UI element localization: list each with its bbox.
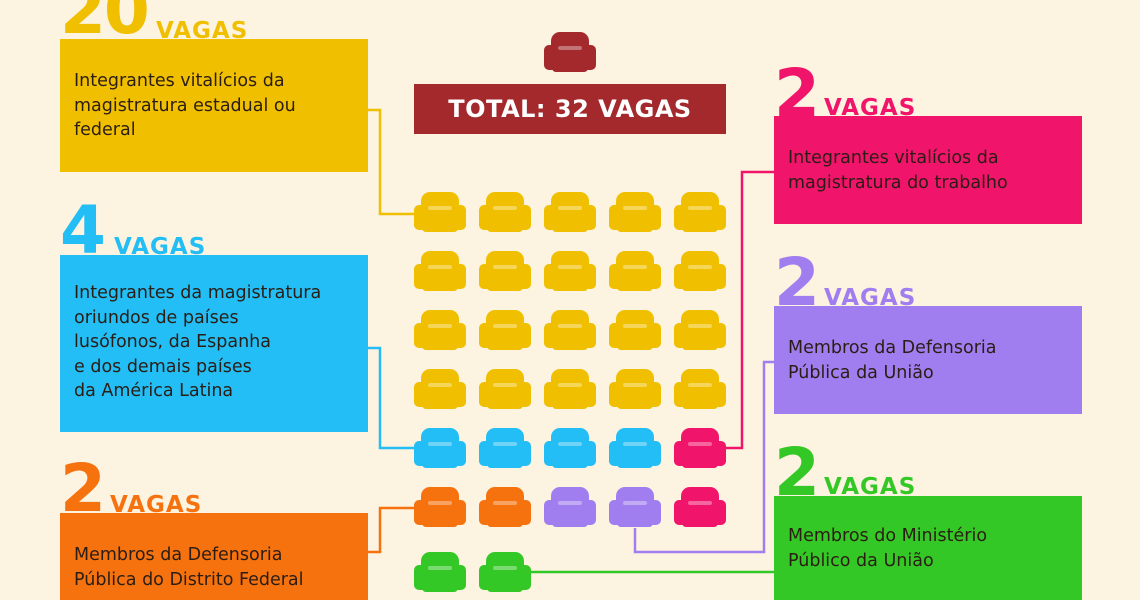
seat-icon xyxy=(414,428,466,474)
card-line: da América Latina xyxy=(74,381,234,401)
card-line: Pública do Distrito Federal xyxy=(74,569,304,590)
card-defensoria-df: Membros da Defensoria Pública do Distrit… xyxy=(60,513,368,600)
seat-icon xyxy=(479,552,531,598)
card-line: Integrantes vitalícios da xyxy=(788,148,999,168)
count-ministerio-publico: 2 xyxy=(774,434,820,511)
seat-icon xyxy=(609,487,661,533)
connector-defensoria-df xyxy=(368,506,415,554)
unit-ministerio-publico: VAGAS xyxy=(824,474,917,500)
seat-icon xyxy=(414,369,466,415)
seat-icon xyxy=(609,369,661,415)
seat-icon xyxy=(544,487,596,533)
seat-icon xyxy=(674,428,726,474)
card-ministerio-publico: Membros do Ministério Público da União xyxy=(774,496,1082,600)
unit-defensoria-uniao: VAGAS xyxy=(824,285,917,311)
card-line: lusófonos, da Espanha xyxy=(74,332,271,352)
seat-icon xyxy=(479,310,531,356)
seat-icon xyxy=(414,552,466,598)
card-defensoria-uniao: Membros da Defensoria Pública da União xyxy=(774,306,1082,414)
card-line: Membros da Defensoria xyxy=(788,338,997,358)
card-line: magistratura do trabalho xyxy=(788,172,1008,193)
chair-icon xyxy=(544,32,596,78)
card-line: e dos demais países xyxy=(74,356,252,377)
seat-icon xyxy=(544,192,596,238)
seat-icon xyxy=(479,428,531,474)
total-label: TOTAL: 32 VAGAS xyxy=(448,95,692,123)
card-line: Membros da Defensoria xyxy=(74,545,283,565)
card-line: Integrantes vitalícios da xyxy=(74,71,285,91)
seat-icon xyxy=(609,428,661,474)
card-line: Público da União xyxy=(788,550,934,571)
count-magistratura-estadual: 20 xyxy=(60,0,150,49)
connector-magistratura-estadual xyxy=(368,108,415,216)
count-magistratura-latina: 4 xyxy=(60,192,106,269)
seat-icon xyxy=(414,310,466,356)
seat-icon xyxy=(479,192,531,238)
seat-icon xyxy=(674,251,726,297)
seat-icon xyxy=(674,487,726,533)
count-defensoria-df: 2 xyxy=(60,450,106,527)
count-defensoria-uniao: 2 xyxy=(774,244,820,321)
seat-icon xyxy=(544,310,596,356)
seat-icon xyxy=(479,369,531,415)
seat-icon xyxy=(479,251,531,297)
total-banner: TOTAL: 32 VAGAS xyxy=(414,84,726,134)
card-line: Integrantes da magistratura xyxy=(74,283,322,303)
card-line: Pública da União xyxy=(788,362,934,383)
connector-magistratura-latina xyxy=(368,346,415,450)
unit-defensoria-df: VAGAS xyxy=(110,492,203,518)
card-line: federal xyxy=(74,120,136,140)
card-magistratura-latina: Integrantes da magistratura oriundos de … xyxy=(60,255,368,432)
seat-icon xyxy=(674,192,726,238)
connector-defensoria-uniao xyxy=(633,360,774,554)
seat-icon xyxy=(609,192,661,238)
card-line: Membros do Ministério xyxy=(788,526,988,546)
card-magistratura-estadual: Integrantes vitalícios da magistratura e… xyxy=(60,39,368,172)
seat-icon xyxy=(609,251,661,297)
seat-icon xyxy=(609,310,661,356)
card-line: magistratura estadual ou xyxy=(74,95,296,116)
seat-icon xyxy=(414,251,466,297)
seat-icon xyxy=(674,369,726,415)
seat-icon xyxy=(544,428,596,474)
unit-magistratura-trabalho: VAGAS xyxy=(824,95,917,121)
card-line: oriundos de países xyxy=(74,307,239,328)
connector-magistratura-trabalho xyxy=(726,170,774,450)
unit-magistratura-estadual: VAGAS xyxy=(156,18,249,44)
seat-icon xyxy=(544,369,596,415)
unit-magistratura-latina: VAGAS xyxy=(114,234,207,260)
seat-icon xyxy=(414,192,466,238)
seat-icon xyxy=(544,251,596,297)
seat-icon xyxy=(479,487,531,533)
card-magistratura-trabalho: Integrantes vitalícios da magistratura d… xyxy=(774,116,1082,224)
seat-icon xyxy=(414,487,466,533)
count-magistratura-trabalho: 2 xyxy=(774,55,820,132)
seat-icon xyxy=(674,310,726,356)
